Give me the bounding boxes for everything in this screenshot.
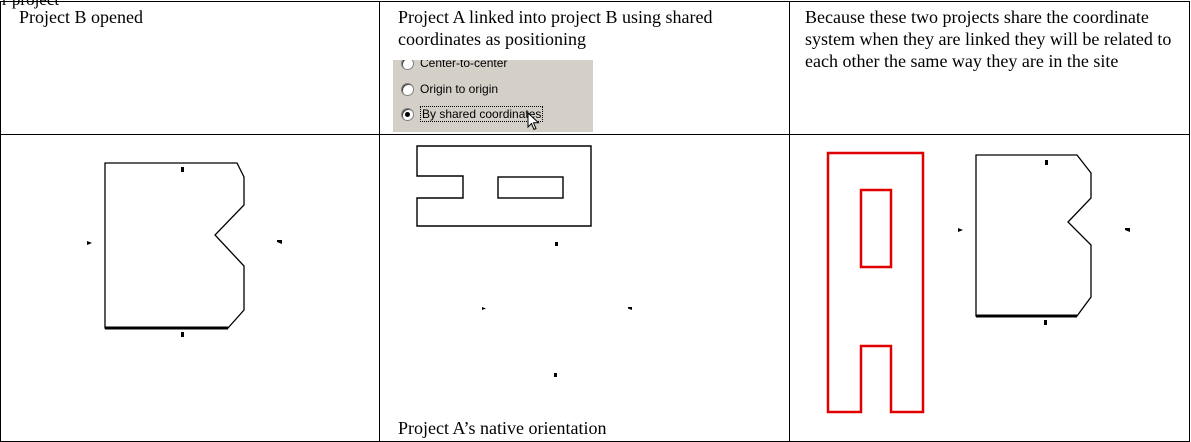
cell-project-b-opened: Project B opened: [0, 1, 380, 135]
positioning-dialog-crop: Center-to-center Origin to origin By sha…: [393, 60, 593, 132]
elevation-marker-icon: [87, 241, 92, 245]
radio-option-by-shared-coordinates[interactable]: By shared coordinates: [401, 106, 544, 122]
radio-button[interactable]: [401, 60, 414, 70]
cell-project-a-linked: Project A linked into project B using sh…: [379, 1, 790, 135]
table-row-descriptions: Project B opened Project A linked into p…: [0, 1, 1190, 135]
mouse-pointer-icon: [527, 112, 540, 131]
elevation-marker-icon: [482, 307, 486, 310]
cell-explanation: Because these two projects share the coo…: [789, 1, 1190, 135]
project-a-native-drawing: [416, 145, 632, 377]
drawing-caption: Project A’s native orientation: [398, 418, 607, 438]
elevation-marker-icon: [1044, 320, 1047, 325]
elevation-marker-icon: [1045, 160, 1048, 165]
cell-text: Because these two projects share the coo…: [805, 7, 1172, 71]
cell-drawing-project-b: [0, 134, 380, 442]
radio-option-origin-to-origin[interactable]: Origin to origin: [401, 81, 498, 97]
radio-option-center-to-center[interactable]: Center-to-center: [401, 60, 507, 71]
elevation-marker-icon: [958, 228, 963, 232]
cell-text: Project A linked into project B using sh…: [398, 7, 713, 49]
elevation-marker-icon: [181, 167, 184, 172]
radio-label: Origin to origin: [420, 82, 499, 96]
elevation-marker-icon: [554, 373, 557, 377]
table-row-drawings: Project A’s native orientation: [0, 134, 1190, 442]
combined-drawing: [826, 151, 1130, 414]
project-b-drawing: [87, 162, 282, 337]
radio-label: By shared coordinates: [420, 106, 544, 122]
elevation-marker-icon: [1125, 228, 1130, 232]
radio-button-selected[interactable]: [401, 107, 414, 121]
elevation-marker-icon: [277, 240, 282, 244]
radio-label: Center-to-center: [420, 60, 508, 70]
cell-drawing-project-a-linked: Project A’s native orientation: [379, 134, 790, 442]
elevation-marker-icon: [555, 242, 558, 246]
cell-text: Project B opened: [19, 7, 143, 27]
elevation-marker-icon: [628, 307, 632, 310]
radio-button[interactable]: [401, 82, 414, 96]
cell-drawing-combined: [789, 134, 1190, 442]
elevation-marker-icon: [181, 332, 184, 337]
